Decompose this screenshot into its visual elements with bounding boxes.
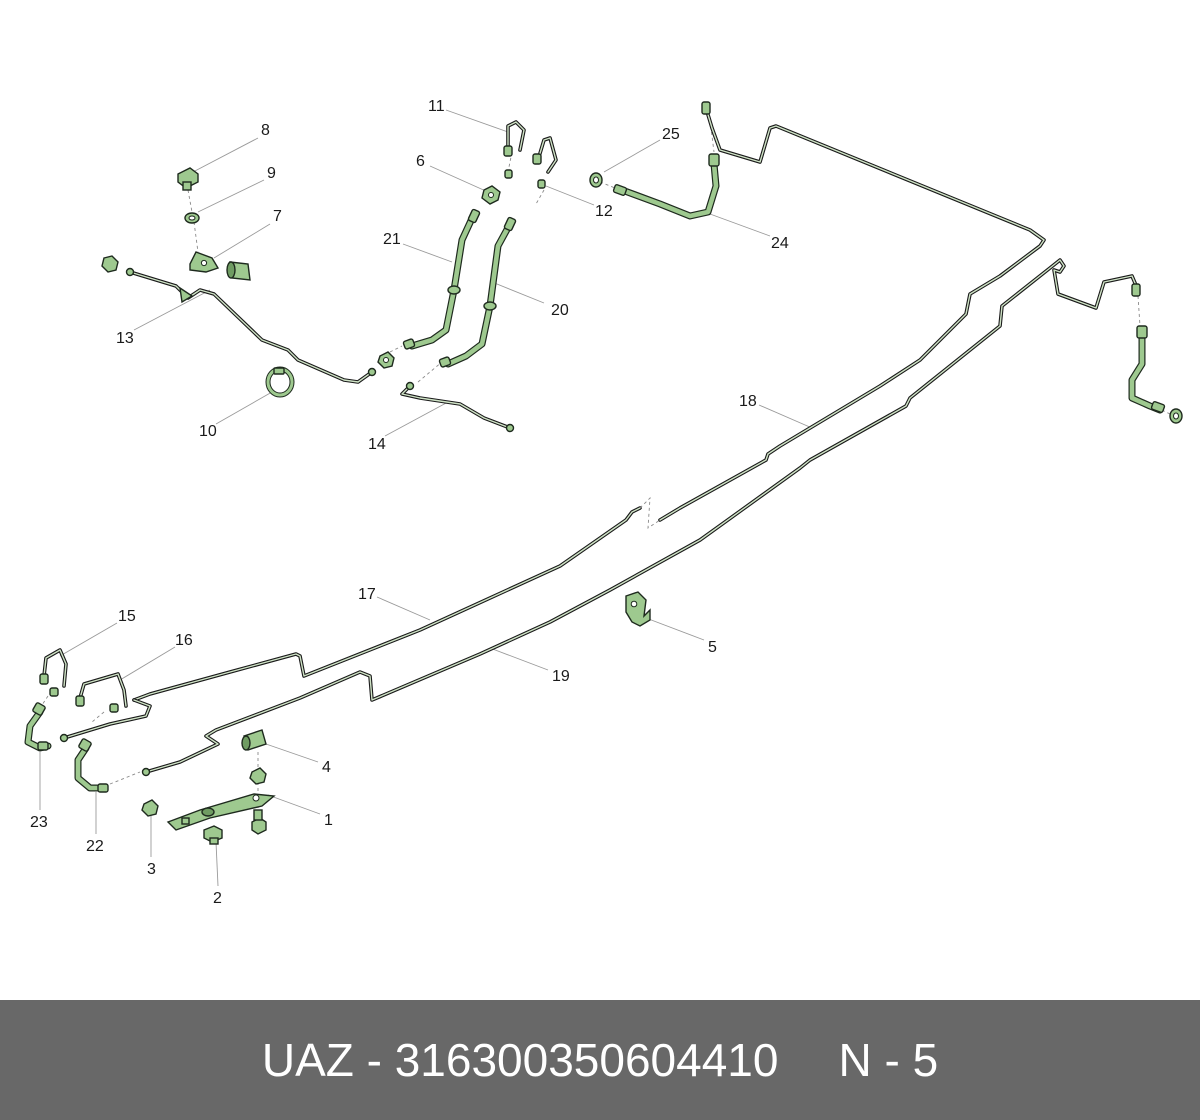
callout-6: 6 bbox=[416, 153, 425, 170]
cylinder-7 bbox=[226, 261, 251, 281]
pipe-16 bbox=[75, 672, 128, 713]
callout-13: 13 bbox=[116, 330, 134, 347]
bolt-8 bbox=[177, 167, 199, 191]
nut-4-lower bbox=[249, 767, 267, 785]
bracket-5 bbox=[625, 591, 651, 627]
callout-24: 24 bbox=[771, 235, 789, 252]
callout-16: 16 bbox=[175, 632, 193, 649]
pipe-12 bbox=[532, 136, 558, 189]
washer-25 bbox=[589, 172, 603, 188]
pipe-19 bbox=[144, 258, 1140, 774]
callout-20: 20 bbox=[551, 302, 569, 319]
pipe-13 bbox=[125, 267, 377, 384]
callout-19: 19 bbox=[552, 668, 570, 685]
callout-21: 21 bbox=[383, 231, 401, 248]
callout-9: 9 bbox=[267, 165, 276, 182]
pipe-17 bbox=[132, 506, 642, 702]
position-number-text: N - 5 bbox=[838, 1034, 939, 1086]
pipe-11 bbox=[503, 120, 526, 179]
hose-22 bbox=[74, 738, 109, 793]
callout-12: 12 bbox=[595, 203, 613, 220]
callout-22: 22 bbox=[86, 838, 104, 855]
part-number-footer: UAZ - 316300350604410 N - 5 bbox=[0, 1000, 1200, 1120]
callout-3: 3 bbox=[147, 861, 156, 878]
brake-lines-diagram: 8 9 7 11 6 12 21 20 25 24 13 10 14 18 17… bbox=[24, 98, 1183, 907]
callout-labels: 8 9 7 11 6 12 21 20 25 24 13 10 14 18 17… bbox=[30, 98, 789, 907]
callout-15: 15 bbox=[118, 608, 136, 625]
hose-20 bbox=[438, 216, 517, 368]
callout-14: 14 bbox=[368, 436, 386, 453]
hose-21 bbox=[402, 208, 481, 350]
callout-11: 11 bbox=[428, 98, 445, 115]
callout-23: 23 bbox=[30, 814, 48, 831]
washer-9 bbox=[184, 212, 200, 224]
pipe-15 bbox=[39, 648, 68, 697]
nut-center bbox=[377, 351, 395, 369]
callout-17: 17 bbox=[358, 586, 376, 603]
pipe-14 bbox=[400, 381, 515, 433]
bolt-1 bbox=[251, 809, 267, 835]
nut-6 bbox=[481, 185, 501, 205]
fitting-left-13 bbox=[101, 255, 119, 273]
callout-7: 7 bbox=[273, 208, 282, 225]
hose-24 bbox=[612, 101, 720, 220]
leader-lines bbox=[39, 109, 1171, 887]
callout-1: 1 bbox=[324, 812, 333, 829]
clamp-10 bbox=[265, 366, 295, 398]
plate-1 bbox=[166, 793, 276, 831]
bolt-2 bbox=[203, 825, 223, 845]
hose-23 bbox=[24, 702, 52, 752]
nut-3 bbox=[141, 799, 159, 817]
sleeve-4 bbox=[241, 729, 267, 751]
clip-7 bbox=[189, 251, 220, 273]
callout-18: 18 bbox=[739, 393, 757, 410]
callout-2: 2 bbox=[213, 890, 222, 907]
callout-4: 4 bbox=[322, 759, 331, 776]
callout-5: 5 bbox=[708, 639, 717, 656]
pipe-18 bbox=[658, 106, 1046, 522]
part-number-text: UAZ - 316300350604410 bbox=[261, 1034, 779, 1086]
callout-25: 25 bbox=[662, 126, 680, 143]
callout-8: 8 bbox=[261, 122, 270, 139]
pipe-16-section bbox=[62, 698, 152, 740]
rear-right-hose bbox=[1128, 283, 1183, 424]
callout-10: 10 bbox=[199, 423, 217, 440]
